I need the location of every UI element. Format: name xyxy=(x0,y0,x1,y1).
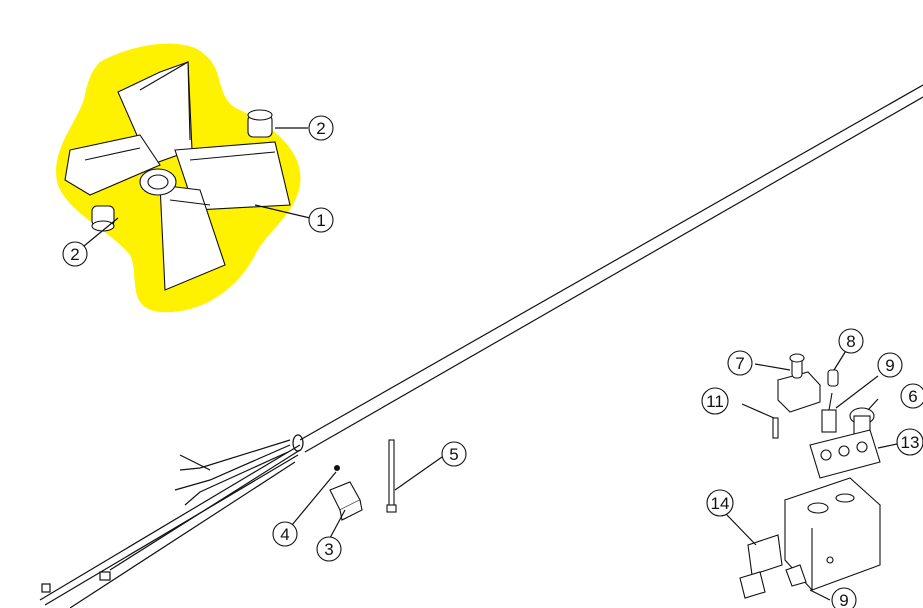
callout-3: 3 xyxy=(316,536,342,562)
callout-9-lower: 9 xyxy=(831,587,857,608)
svg-text:11: 11 xyxy=(706,392,724,411)
svg-text:8: 8 xyxy=(846,332,855,351)
callout-9-upper: 9 xyxy=(877,352,903,378)
callout-8: 8 xyxy=(838,328,864,354)
callout-1: 1 xyxy=(308,207,334,233)
switch-part xyxy=(739,564,807,599)
svg-text:14: 14 xyxy=(711,494,730,513)
svg-text:3: 3 xyxy=(324,540,333,559)
long-shaft xyxy=(299,84,923,453)
callout-5: 5 xyxy=(441,441,467,467)
bushing-upper xyxy=(247,109,273,138)
callout-11: 11 xyxy=(701,387,729,415)
leader-lines xyxy=(83,127,898,601)
svg-text:7: 7 xyxy=(735,354,744,373)
callout-6: 6 xyxy=(900,383,923,409)
callout-2-upper: 2 xyxy=(308,115,334,141)
wiring-harness xyxy=(39,434,304,608)
joystick-part xyxy=(777,353,821,413)
cable-tie-part xyxy=(386,439,397,513)
svg-text:1: 1 xyxy=(316,211,325,230)
callout-2-lower: 2 xyxy=(62,241,88,267)
rocker-switch-part xyxy=(329,481,363,521)
svg-text:5: 5 xyxy=(449,445,458,464)
control-box xyxy=(784,477,882,591)
svg-text:9: 9 xyxy=(839,591,848,608)
gasket-plate xyxy=(809,429,881,479)
callout-7: 7 xyxy=(727,350,753,376)
highlight-region xyxy=(56,43,301,313)
svg-text:2: 2 xyxy=(70,245,79,264)
svg-text:9: 9 xyxy=(885,356,894,375)
svg-text:4: 4 xyxy=(280,525,289,544)
impeller-part xyxy=(64,61,291,291)
pin-part xyxy=(772,417,779,439)
callout-14: 14 xyxy=(706,489,734,517)
svg-text:13: 13 xyxy=(901,433,920,452)
svg-text:2: 2 xyxy=(316,119,325,138)
svg-text:6: 6 xyxy=(908,387,917,406)
callout-13: 13 xyxy=(896,428,923,456)
callout-4: 4 xyxy=(272,521,298,547)
bushing-lower xyxy=(91,205,115,232)
decal-part xyxy=(747,534,783,576)
screw-part xyxy=(334,465,340,471)
toggle-part xyxy=(821,392,837,433)
knob-part xyxy=(827,369,839,387)
